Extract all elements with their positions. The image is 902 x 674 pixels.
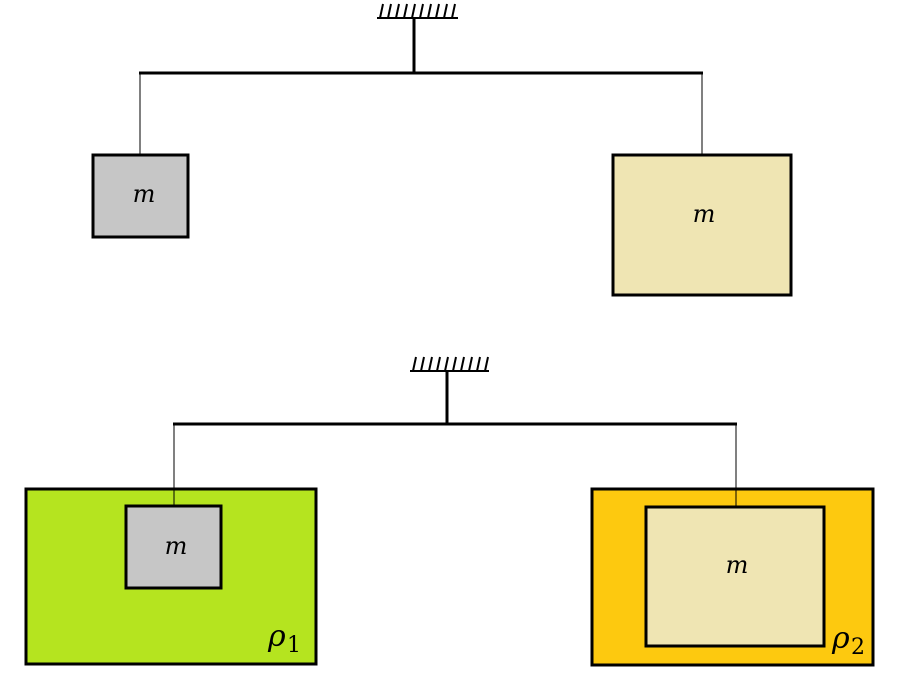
bottom-setup: m m ρ 1 ρ 2	[24, 356, 875, 667]
bottom-right-block: m	[644, 505, 826, 648]
bottom-left-block-label: m	[165, 532, 188, 560]
right-liquid-density-label: ρ 2	[831, 621, 865, 660]
top-left-block-label: m	[133, 180, 156, 208]
top-left-block: m	[91, 153, 190, 239]
rho-2-symbol: ρ	[831, 621, 850, 656]
top-setup: m m	[91, 3, 793, 297]
bottom-left-block: m	[124, 504, 223, 590]
rho-2-subscript: 2	[851, 635, 865, 660]
top-right-block: m	[611, 153, 793, 297]
bottom-right-block-label: m	[726, 551, 749, 579]
rho-1-subscript: 1	[287, 633, 301, 658]
left-liquid-density-label: ρ 1	[267, 619, 301, 658]
top-ceiling-support	[377, 3, 458, 19]
bottom-ceiling-support	[410, 356, 489, 372]
top-right-block-label: m	[693, 200, 716, 228]
rho-1-symbol: ρ	[267, 619, 286, 654]
